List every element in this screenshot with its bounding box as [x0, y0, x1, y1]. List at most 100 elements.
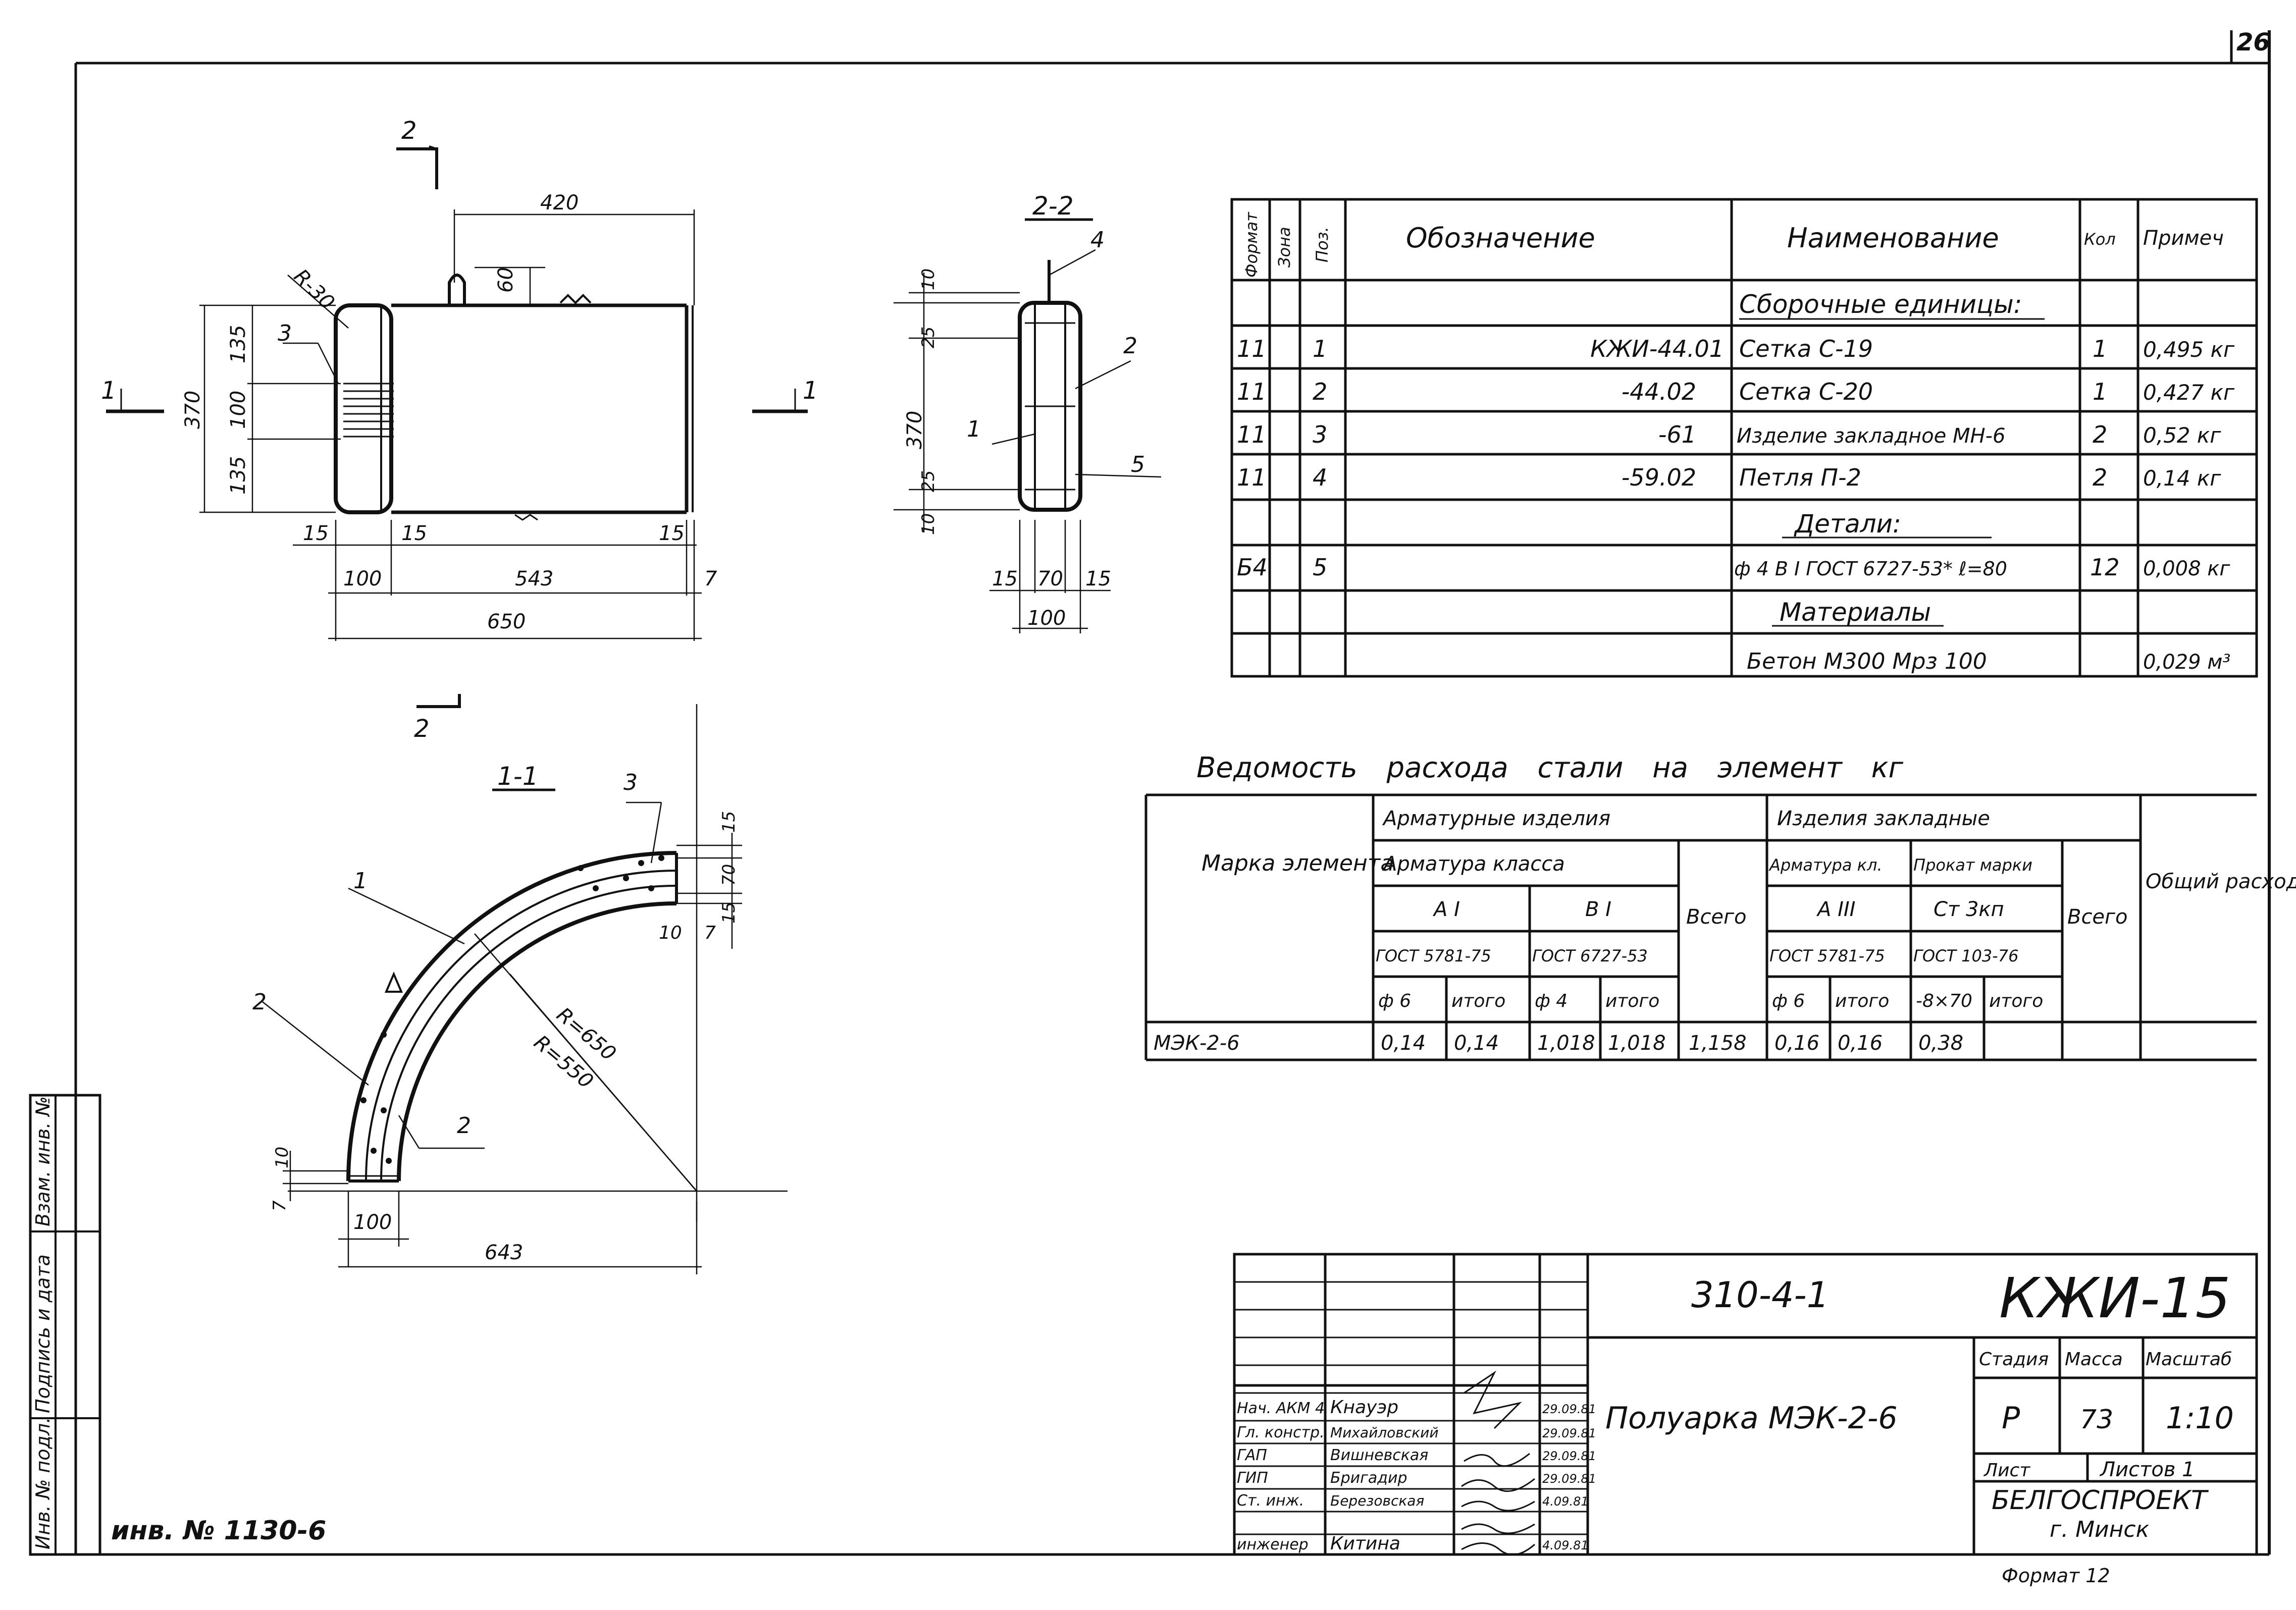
steel-sub-7: -8×70	[1916, 991, 1972, 1011]
steel-h-overall: Общий расход	[2146, 870, 2296, 893]
sig-date-6: 4.09.81	[1542, 1538, 1589, 1552]
spec-section-assembly: Сборочные единицы:	[1739, 290, 2022, 319]
steel-row-v4: 1,018	[1608, 1032, 1666, 1055]
steel-h-emb-prokat: Прокат марки	[1913, 855, 2032, 875]
spec-section-details: Детали:	[1794, 509, 1901, 539]
spec-h-note: Примеч	[2143, 227, 2224, 250]
dim-7: 7	[704, 567, 717, 591]
steel-sub-8: итого	[1989, 991, 2043, 1011]
spec-r6-qty: 12	[2090, 554, 2120, 581]
s22-pos-4: 4	[1090, 227, 1105, 253]
tb-org: БЕЛГОСПРОЕКТ	[1992, 1485, 2209, 1516]
spec-r4-pos: 4	[1313, 464, 1327, 491]
steel-h-gost2: ГОСТ 6727-53	[1532, 946, 1648, 965]
spec-r8-note: 0,029 м³	[2143, 651, 2230, 674]
steel-sub-6: итого	[1835, 991, 1889, 1011]
sig-name-1: Кнауэр	[1330, 1397, 1398, 1418]
spec-h-pos: Поз.	[1313, 227, 1332, 262]
steel-sub-1: ф 6	[1378, 991, 1411, 1011]
spec-r2-format: 11	[1237, 378, 1267, 405]
section-2-2-title: 2-2	[1032, 191, 1074, 221]
s11-dim-70: 70	[719, 864, 739, 886]
dim-15-a: 15	[303, 522, 329, 545]
steel-h-arm-class: Арматура класса	[1382, 852, 1565, 876]
dim-60: 60	[494, 267, 517, 293]
s22-dim-25-top: 25	[918, 327, 938, 348]
sig-name-6: Китина	[1330, 1533, 1400, 1554]
s11-dim-100: 100	[353, 1211, 392, 1234]
sig-role-2: Гл. констр.	[1237, 1424, 1325, 1441]
spec-r6-format: Б4	[1237, 554, 1268, 581]
steel-row-v5: 1,158	[1689, 1032, 1747, 1055]
s11-dim-10: 10	[659, 923, 682, 943]
steel-row-v8: 0,38	[1918, 1032, 1963, 1055]
steel-row-mark: МЭК-2-6	[1154, 1032, 1240, 1055]
steel-sub-3: ф 4	[1535, 991, 1568, 1011]
spec-r3-pos: 3	[1313, 421, 1327, 448]
spec-r3-format: 11	[1237, 421, 1267, 448]
dim-r30: R-30	[289, 265, 339, 314]
steel-h-gost4: ГОСТ 103-76	[1913, 946, 2018, 965]
s11-dim-643: 643	[485, 1241, 523, 1264]
spec-r4-name: Петля П-2	[1739, 464, 1861, 491]
dim-420: 420	[540, 191, 579, 214]
steel-h-gost3: ГОСТ 5781-75	[1769, 946, 1885, 965]
steel-table-title: Ведомость расхода стали на элемент кг	[1196, 752, 1903, 784]
steel-row-v3: 1,018	[1537, 1032, 1595, 1055]
s11-dim-7-bottom: 7	[270, 1200, 290, 1211]
tb-scale: 1:10	[2166, 1401, 2234, 1436]
elev-section-mark-right: 1	[803, 377, 818, 405]
spec-h-designation: Обозначение	[1406, 222, 1595, 254]
tb-stage-label: Стадия	[1979, 1349, 2049, 1370]
sig-date-4: 29.09.81	[1542, 1472, 1596, 1486]
tb-product-name: Полуарка МЭК-2-6	[1605, 1401, 1898, 1436]
tb-scale-label: Масштаб	[2146, 1349, 2232, 1370]
s22-pos-2: 2	[1123, 333, 1137, 359]
steel-h-aiii: А III	[1816, 898, 1855, 921]
dim-370: 370	[181, 391, 204, 429]
spec-r1-format: 11	[1237, 335, 1267, 362]
s22-dim-10-top: 10	[918, 269, 938, 290]
s11-pos-2-right: 2	[457, 1113, 471, 1139]
sig-name-2: Михайловский	[1330, 1424, 1439, 1441]
stamp-podpis: Подпись и дата	[32, 1254, 54, 1413]
s11-pos-1: 1	[353, 868, 368, 894]
spec-h-qty: Кол	[2084, 230, 2116, 249]
s22-dim-100: 100	[1027, 607, 1066, 630]
tb-city: г. Минск	[2050, 1517, 2150, 1542]
steel-row-v2: 0,14	[1454, 1032, 1499, 1055]
elev-section-mark-bottom: 2	[414, 715, 430, 743]
tb-drawing-code: КЖИ-15	[1999, 1266, 2231, 1330]
spec-r4-designation: -59.02	[1622, 464, 1696, 491]
s11-pos-2-left: 2	[252, 989, 267, 1015]
spec-r2-note: 0,427 кг	[2143, 380, 2235, 405]
stamp-inv-podl: Инв. № подл.	[32, 1417, 54, 1549]
steel-h-emb-arm: Арматура кл.	[1768, 855, 1883, 875]
steel-h-emb: Изделия закладные	[1777, 807, 1990, 830]
steel-row-v6: 0,16	[1775, 1032, 1819, 1055]
sig-name-4: Бригадир	[1330, 1469, 1407, 1487]
spec-r1-qty: 1	[2093, 335, 2107, 362]
steel-h-gost1: ГОСТ 5781-75	[1376, 946, 1491, 965]
s11-dim-7: 7	[704, 923, 716, 943]
s22-dim-15-left: 15	[992, 567, 1018, 591]
steel-h-total2: Всего	[2067, 905, 2128, 929]
s11-pos-3: 3	[623, 770, 638, 795]
spec-r1-name: Сетка С-19	[1739, 335, 1873, 362]
s22-dim-370: 370	[903, 411, 926, 449]
elev-pos-3: 3	[278, 320, 292, 346]
spec-r1-designation: КЖИ-44.01	[1590, 335, 1724, 362]
sig-role-1: Нач. АКМ 4	[1237, 1400, 1325, 1417]
dim-100-bottom: 100	[343, 567, 382, 591]
sig-date-2: 29.09.81	[1542, 1426, 1596, 1440]
sig-name-5: Березовская	[1330, 1492, 1424, 1509]
sig-role-5: Ст. инж.	[1237, 1492, 1304, 1510]
s11-dim-10-bottom: 10	[272, 1147, 292, 1168]
dim-650: 650	[487, 610, 526, 633]
dim-543: 543	[515, 567, 553, 591]
steel-h-bi: В I	[1585, 898, 1611, 921]
sig-date-5: 4.09.81	[1542, 1494, 1589, 1509]
section-1-1-title: 1-1	[497, 762, 539, 791]
